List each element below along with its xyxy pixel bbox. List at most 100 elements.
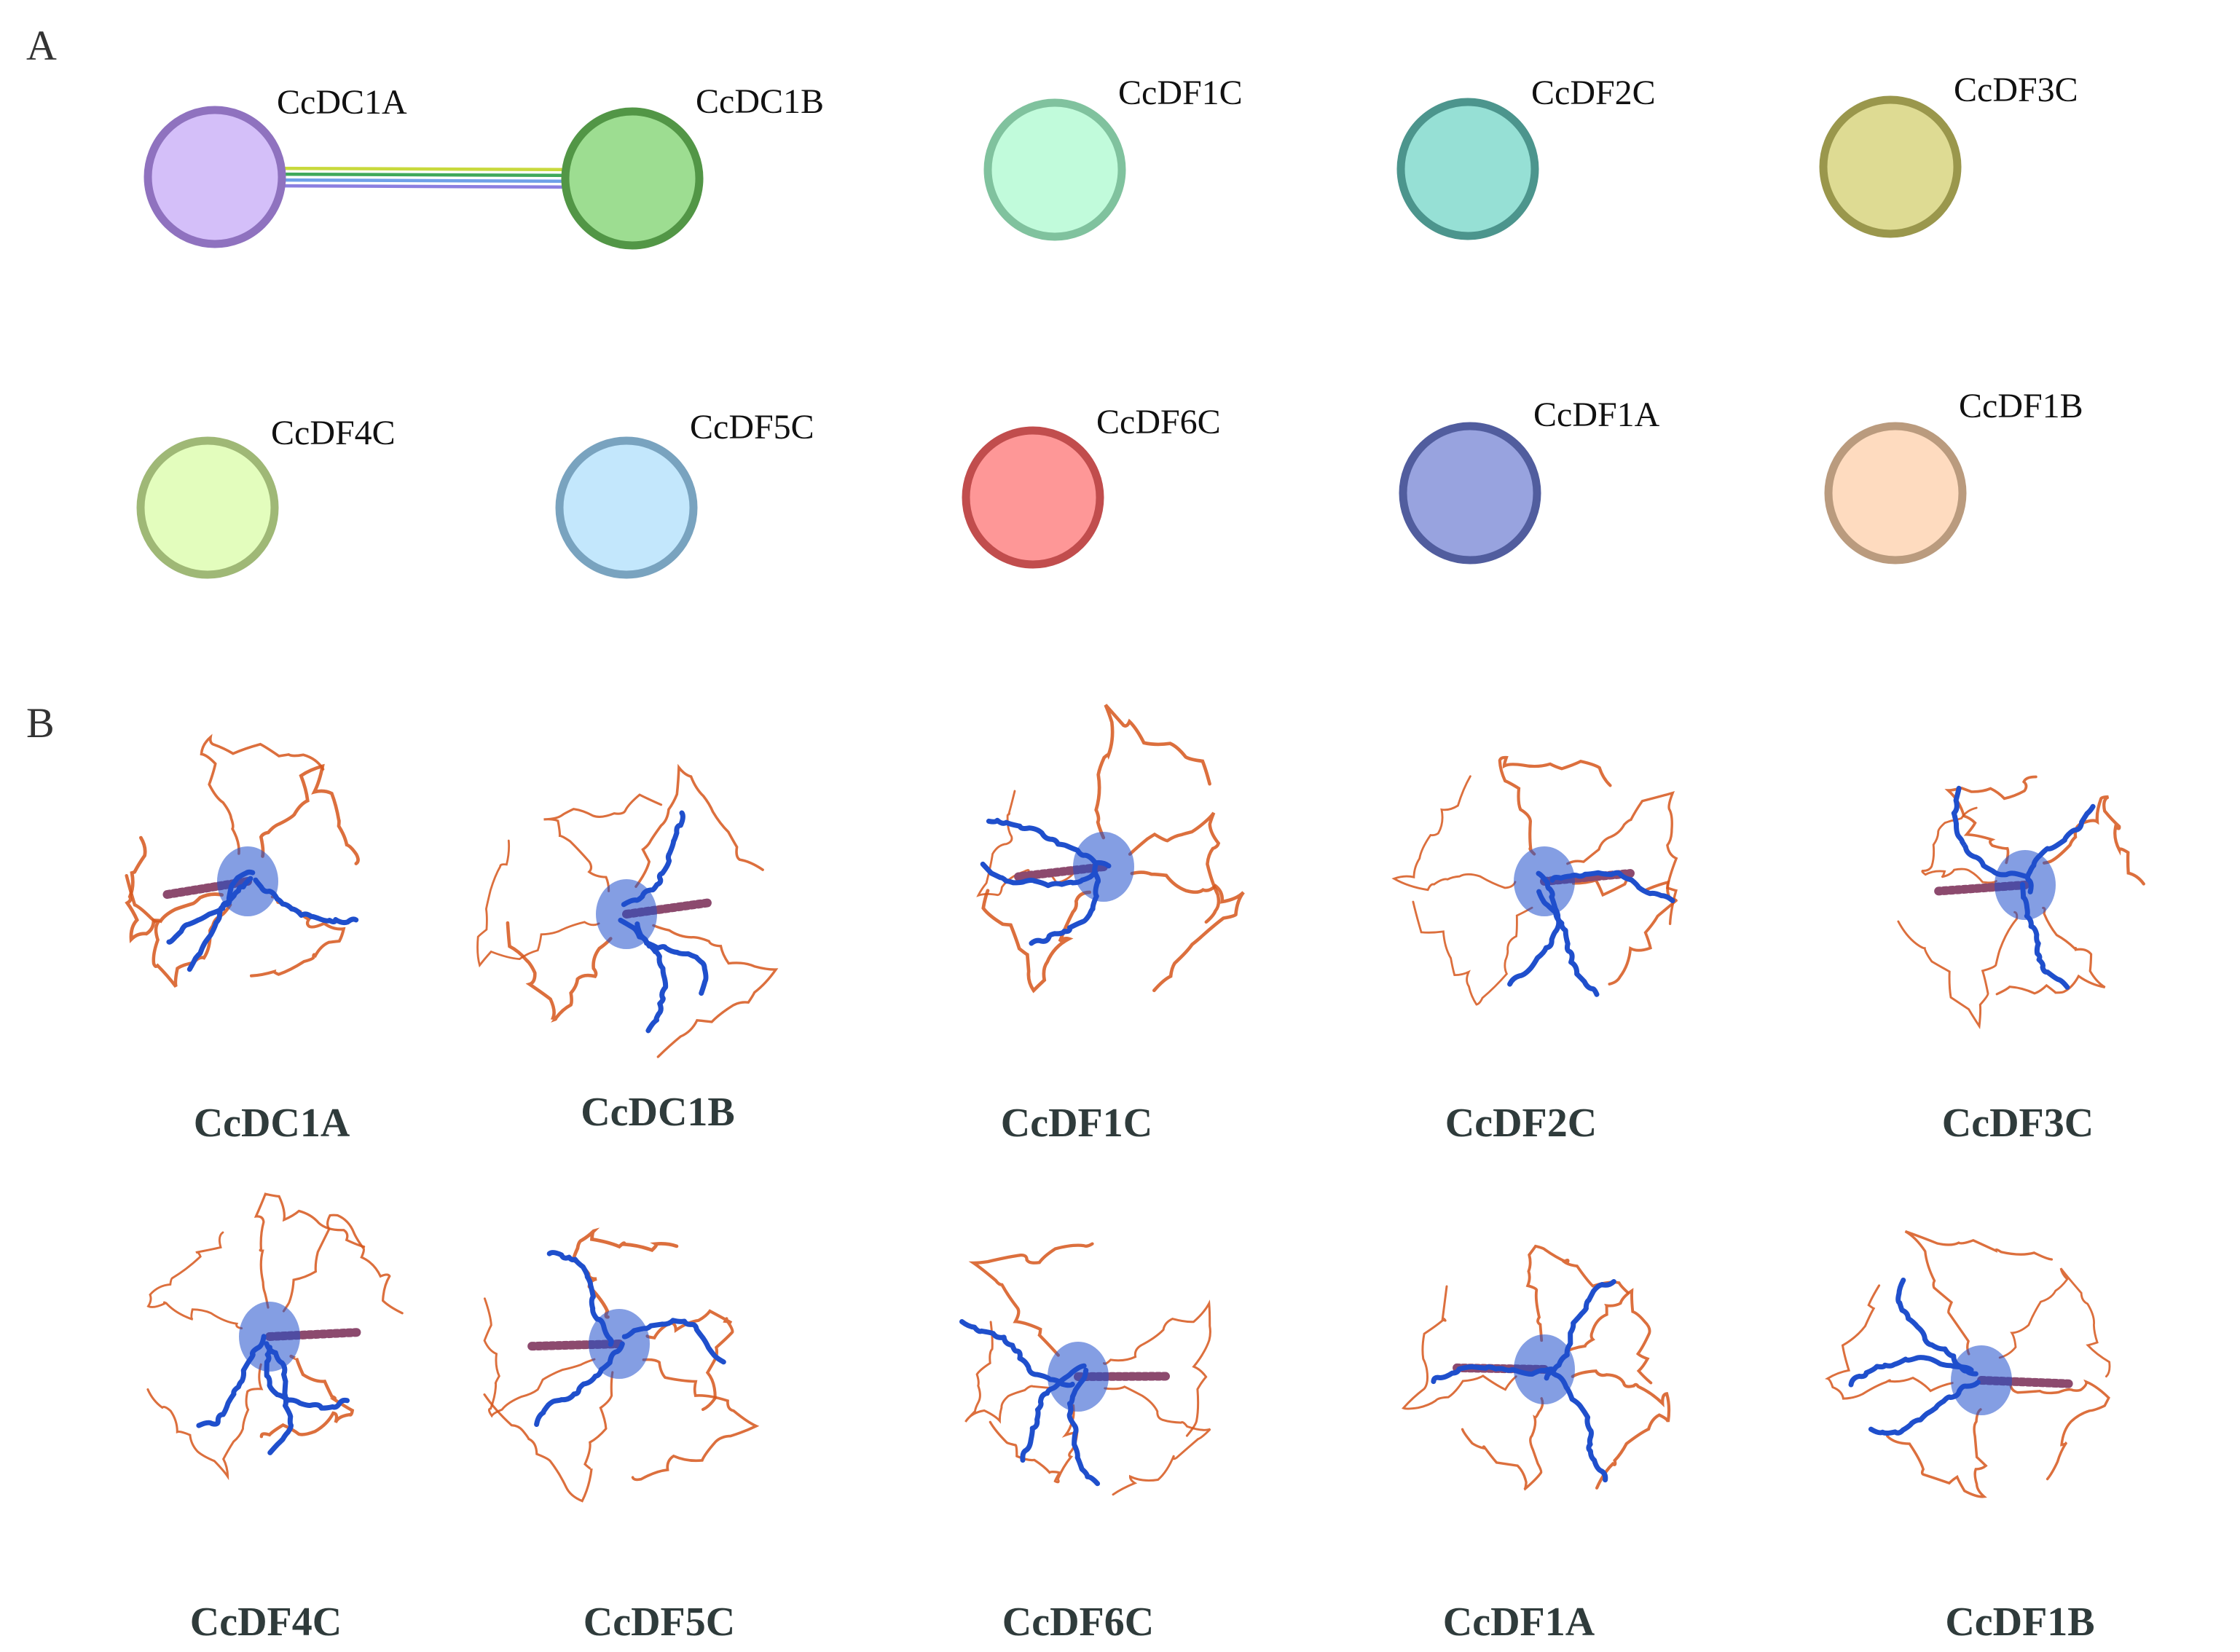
structure-label: CcDF3C bbox=[1942, 1101, 2094, 1146]
node-circle[interactable] bbox=[136, 436, 279, 579]
coil-loop bbox=[1498, 755, 1612, 856]
node-circle[interactable] bbox=[983, 98, 1126, 241]
domain-core bbox=[596, 879, 657, 949]
coil-loop bbox=[125, 835, 224, 944]
coil-loop bbox=[1104, 1385, 1211, 1496]
network-node-CcDF4C[interactable]: CcDF4C bbox=[136, 414, 396, 579]
structure-label: CcDF1C bbox=[1001, 1101, 1152, 1146]
node-label: CcDC1A bbox=[277, 83, 407, 122]
panel-a-letter: A bbox=[26, 22, 57, 69]
node-circle[interactable] bbox=[1819, 95, 1962, 238]
disordered-loops bbox=[476, 763, 779, 1058]
coil-loop bbox=[634, 763, 764, 888]
coil-loop bbox=[968, 1242, 1094, 1357]
coil-loop bbox=[2042, 795, 2145, 886]
coil-loop bbox=[1904, 1230, 2054, 1356]
structure-label: CcDF5C bbox=[583, 1600, 735, 1645]
folded-domain bbox=[1431, 1279, 1616, 1483]
node-circle[interactable] bbox=[555, 436, 698, 579]
domain-core bbox=[1951, 1345, 2012, 1415]
domain-core bbox=[1048, 1342, 1109, 1412]
network-node-CcDC1B[interactable]: CcDC1B bbox=[561, 82, 824, 250]
network-node-CcDF2C[interactable]: CcDF2C bbox=[1396, 74, 1656, 240]
structure-CcDF1A: CcDF1A bbox=[1402, 1244, 1671, 1645]
structure-label: CcDC1A bbox=[194, 1101, 350, 1146]
network-node-CcDF5C[interactable]: CcDF5C bbox=[555, 408, 814, 579]
coil-loop bbox=[1402, 1285, 1517, 1410]
disordered-loops bbox=[1391, 755, 1678, 1006]
node-label: CcDC1B bbox=[696, 82, 824, 121]
structure-label: CcDF1B bbox=[1945, 1600, 2094, 1645]
structure-label: CcDF1A bbox=[1443, 1600, 1595, 1645]
network-node-CcDF1C[interactable]: CcDF1C bbox=[983, 74, 1243, 241]
folded-domain bbox=[980, 817, 1134, 946]
coil-loop bbox=[1944, 775, 2037, 865]
structure-CcDF1B: CcDF1B bbox=[1825, 1230, 2111, 1645]
folded-domain bbox=[1951, 785, 2096, 990]
coil-loop bbox=[652, 924, 779, 1058]
coil-loop bbox=[1897, 910, 2019, 1029]
edge-evidence-line bbox=[258, 184, 589, 189]
node-label: CcDF4C bbox=[271, 414, 396, 452]
structure-CcDF5C: CcDF5C bbox=[483, 1227, 760, 1645]
coil-loop bbox=[1412, 900, 1533, 1006]
coil-loop bbox=[2009, 1379, 2110, 1481]
folded-domain bbox=[959, 1319, 1109, 1487]
node-circle[interactable] bbox=[1399, 422, 1541, 565]
coil-loop bbox=[146, 1231, 243, 1330]
structure-label: CcDF4C bbox=[190, 1600, 342, 1645]
node-circle[interactable] bbox=[1824, 422, 1967, 565]
structure-CcDF1C: CcDF1C bbox=[976, 704, 1245, 1146]
network-node-CcDF6C[interactable]: CcDF6C bbox=[962, 403, 1221, 569]
domain-core bbox=[239, 1302, 300, 1372]
domain-ribbon bbox=[1848, 1355, 1974, 1388]
network-node-CcDF3C[interactable]: CcDF3C bbox=[1819, 71, 2078, 238]
network-node-CcDF1B[interactable]: CcDF1B bbox=[1824, 387, 2083, 565]
coil-loop bbox=[146, 1363, 264, 1481]
coil-loop bbox=[1391, 775, 1517, 892]
coil-loop bbox=[1571, 1369, 1671, 1490]
domain-core bbox=[1514, 846, 1575, 916]
node-circle[interactable] bbox=[962, 426, 1104, 569]
domain-core bbox=[589, 1309, 650, 1379]
coil-loop bbox=[1525, 1244, 1630, 1342]
network-node-CcDC1A[interactable]: CcDC1A bbox=[144, 83, 407, 248]
coil-loop bbox=[282, 1214, 404, 1315]
coil-loop bbox=[1886, 1408, 1988, 1498]
interaction-edge-CcDC1A-CcDC1B bbox=[258, 166, 589, 189]
edge-evidence-line bbox=[258, 178, 589, 184]
structure-CcDF4C: CcDF4C bbox=[146, 1192, 404, 1645]
structure-CcDF2C: CcDF2C bbox=[1391, 755, 1678, 1146]
folded-domain bbox=[1848, 1278, 2012, 1436]
disordered-loops bbox=[1897, 775, 2145, 1029]
coil-loop bbox=[506, 921, 613, 1023]
node-label: CcDF2C bbox=[1531, 74, 1656, 112]
node-circle[interactable] bbox=[144, 106, 286, 248]
coil-loop bbox=[1825, 1284, 1954, 1400]
domain-core bbox=[1995, 850, 2056, 920]
coil-loop bbox=[1995, 906, 2106, 996]
coil-loop bbox=[989, 1404, 1079, 1484]
coil-loop bbox=[1566, 791, 1678, 925]
network-node-CcDF1A[interactable]: CcDF1A bbox=[1399, 396, 1660, 565]
coil-loop bbox=[981, 889, 1092, 994]
node-circle[interactable] bbox=[1396, 98, 1539, 240]
node-circle[interactable] bbox=[561, 107, 704, 250]
folded-domain bbox=[596, 810, 709, 1034]
structure-CcDF3C: CcDF3C bbox=[1897, 775, 2145, 1146]
disordered-loops bbox=[1402, 1244, 1671, 1491]
coil-loop bbox=[259, 763, 360, 865]
coil-loop bbox=[1998, 1267, 2111, 1378]
network-nodes: CcDC1A CcDC1B CcDF1C CcDF2C CcDF3C CcDF4C CcDF… bbox=[136, 71, 2083, 579]
disordered-loops bbox=[1825, 1230, 2111, 1498]
disordered-loops bbox=[125, 733, 360, 988]
edge-evidence-line bbox=[258, 172, 589, 178]
edge-evidence-line bbox=[258, 166, 589, 172]
folded-domain bbox=[196, 1302, 350, 1455]
domain-core bbox=[217, 846, 278, 916]
node-label: CcDF1B bbox=[1959, 387, 2083, 425]
structure-label: CcDF2C bbox=[1445, 1101, 1597, 1146]
coil-loop bbox=[1094, 704, 1211, 840]
